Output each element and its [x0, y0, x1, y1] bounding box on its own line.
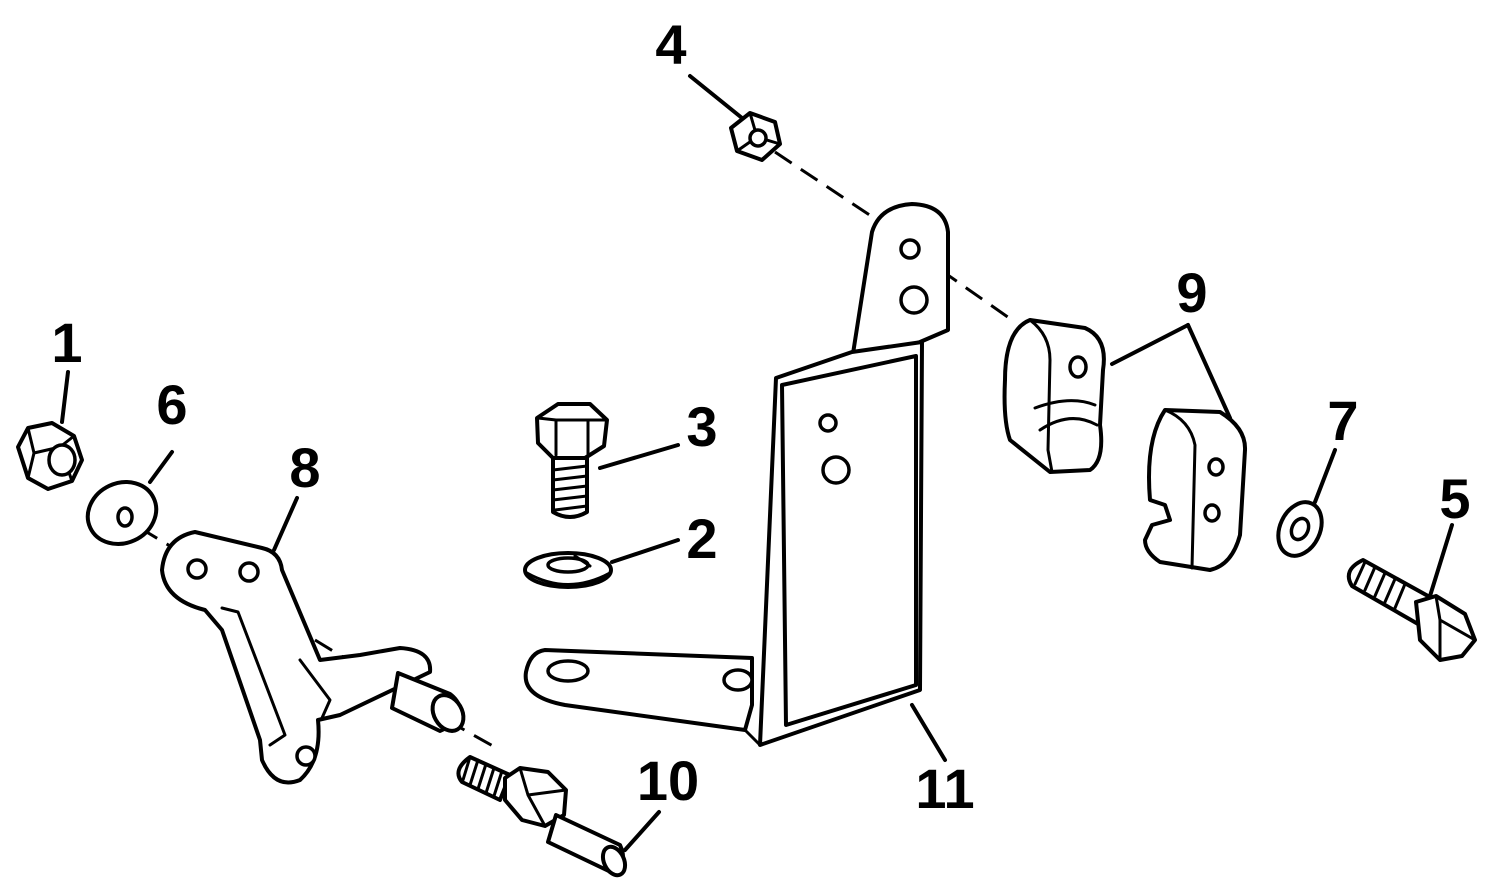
callout-10: 10 [637, 749, 699, 812]
mounting-bracket-icon [523, 202, 950, 747]
callout-labels: 1 2 3 4 5 6 7 8 9 10 11 [51, 13, 1470, 820]
callout-5: 5 [1439, 467, 1470, 530]
flat-washer-icon [85, 480, 159, 546]
hex-bolt-icon [535, 402, 609, 519]
hex-bolt-icon [1346, 558, 1477, 662]
callout-6: 6 [156, 373, 187, 436]
callout-8: 8 [289, 436, 320, 499]
callout-7: 7 [1327, 389, 1358, 452]
stud-icon [456, 755, 628, 878]
leader-lines [60, 74, 1454, 852]
callout-4: 4 [655, 13, 686, 76]
cable-clamp-icon [1002, 318, 1248, 572]
hex-nut-icon [16, 421, 84, 491]
callout-9: 9 [1176, 261, 1207, 324]
flat-washer-icon [1276, 500, 1324, 558]
callout-1: 1 [51, 311, 82, 374]
callout-11: 11 [915, 757, 974, 820]
lever-arm-icon [160, 530, 466, 785]
lock-washer-icon [523, 551, 613, 589]
callout-3: 3 [686, 395, 717, 458]
callout-2: 2 [686, 507, 717, 570]
hex-nut-icon [729, 111, 782, 162]
